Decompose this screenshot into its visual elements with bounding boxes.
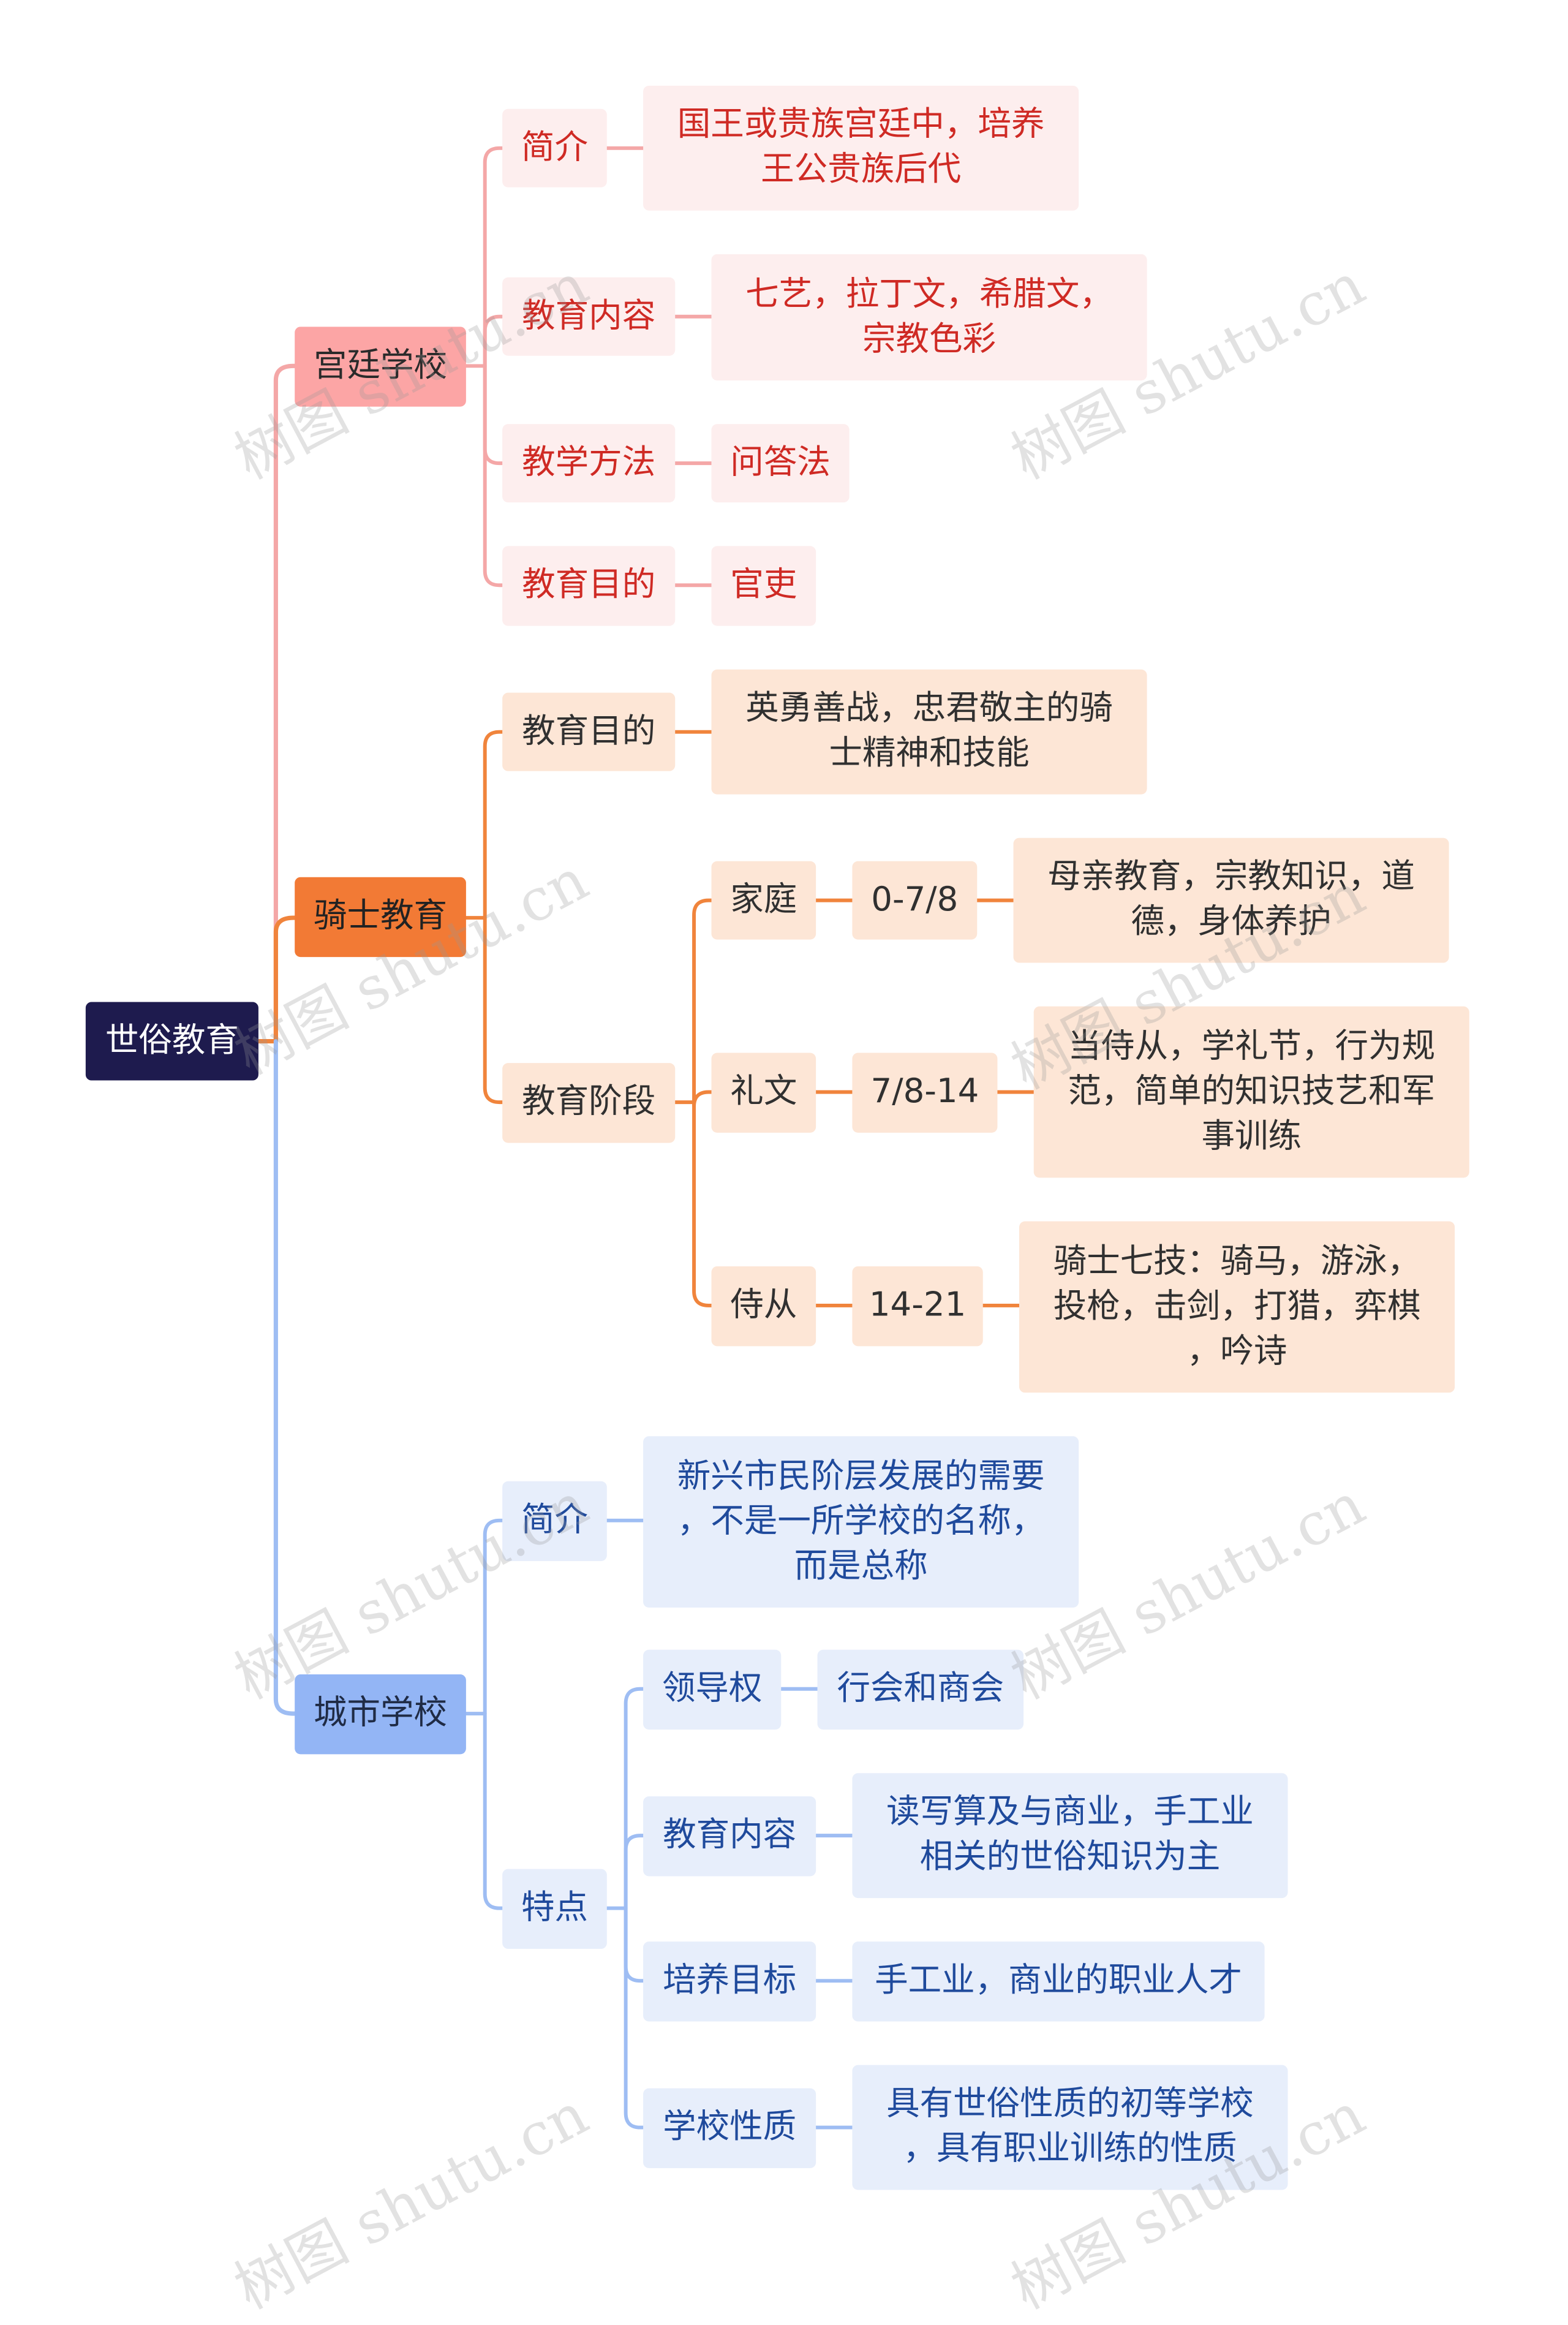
connector-line: [692, 1090, 714, 1107]
stage-family-detail[interactable]: 母亲教育，宗教知识，道 德，身体养护: [1013, 837, 1449, 963]
knight-stage-node[interactable]: 教育阶段: [502, 1063, 676, 1143]
connector-line: [273, 1038, 297, 1716]
court-intro-detail[interactable]: 国王或贵族宫廷中，培养 王公贵族后代: [643, 85, 1079, 211]
knight-goal-detail[interactable]: 英勇善战，忠君敬主的骑 士精神和技能: [711, 669, 1147, 795]
city-intro-node[interactable]: 简介: [502, 1481, 607, 1562]
connector-line: [273, 363, 297, 1044]
stage-squire-age[interactable]: 14-21: [852, 1266, 983, 1347]
connector-line: [273, 915, 297, 1044]
stage-family-node[interactable]: 家庭: [711, 861, 816, 940]
city-features-node[interactable]: 特点: [502, 1869, 607, 1949]
connector-line: [483, 730, 505, 920]
connector-line: [624, 1906, 646, 2130]
connector-line: [483, 1518, 505, 1715]
connector-line: [624, 1687, 646, 1910]
stage-squire-node[interactable]: 侍从: [711, 1266, 816, 1347]
stage-etiquette-node[interactable]: 礼文: [711, 1053, 816, 1133]
branch-knight-education[interactable]: 骑士教育: [295, 877, 466, 958]
feature-content-node[interactable]: 教育内容: [643, 1796, 816, 1877]
connector-line: [483, 146, 505, 368]
connector-line: [483, 364, 505, 588]
connector-line: [624, 1834, 646, 1910]
feature-goal-detail[interactable]: 手工业，商业的职业人才: [852, 1941, 1265, 2022]
feature-nature-node[interactable]: 学校性质: [643, 2088, 816, 2168]
stage-etiquette-detail[interactable]: 当侍从，学礼节，行为规 范，简单的知识技艺和军 事训练: [1033, 1006, 1469, 1178]
court-goal-detail[interactable]: 官吏: [711, 546, 816, 626]
connector-line: [692, 1100, 714, 1307]
knight-goal-node[interactable]: 教育目的: [502, 692, 676, 771]
connector-line: [483, 1712, 505, 1910]
connector-line: [624, 1906, 646, 1983]
feature-goal-node[interactable]: 培养目标: [643, 1941, 816, 2022]
stage-family-age[interactable]: 0-7/8: [852, 861, 978, 940]
root-node[interactable]: 世俗教育: [85, 1002, 258, 1081]
connector-line: [692, 898, 714, 1105]
connector-line: [483, 314, 505, 368]
feature-nature-detail[interactable]: 具有世俗性质的初等学校 ，具有职业训练的性质: [852, 2065, 1288, 2190]
city-intro-detail[interactable]: 新兴市民阶层发展的需要 ，不是一所学校的名称， 而是总称: [643, 1436, 1079, 1608]
feature-leadership-detail[interactable]: 行会和商会: [817, 1649, 1024, 1730]
stage-squire-detail[interactable]: 骑士七技：骑马，游泳， 投枪，击剑，打猎，弈棋 ，吟诗: [1019, 1221, 1455, 1393]
court-content-node[interactable]: 教育内容: [502, 277, 676, 356]
court-content-detail[interactable]: 七艺，拉丁文，希腊文， 宗教色彩: [711, 254, 1147, 381]
connector-line: [483, 916, 505, 1105]
court-method-detail[interactable]: 问答法: [711, 424, 850, 503]
branch-city-school[interactable]: 城市学校: [295, 1674, 466, 1755]
court-goal-node[interactable]: 教育目的: [502, 546, 676, 626]
feature-leadership-node[interactable]: 领导权: [643, 1649, 782, 1730]
connector-line: [483, 364, 505, 466]
court-intro-node[interactable]: 简介: [502, 108, 607, 187]
stage-etiquette-age[interactable]: 7/8-14: [852, 1053, 998, 1133]
feature-content-detail[interactable]: 读写算及与商业，手工业 相关的世俗知识为主: [852, 1773, 1288, 1899]
court-method-node[interactable]: 教学方法: [502, 424, 676, 503]
branch-court-school[interactable]: 宫廷学校: [295, 327, 466, 407]
